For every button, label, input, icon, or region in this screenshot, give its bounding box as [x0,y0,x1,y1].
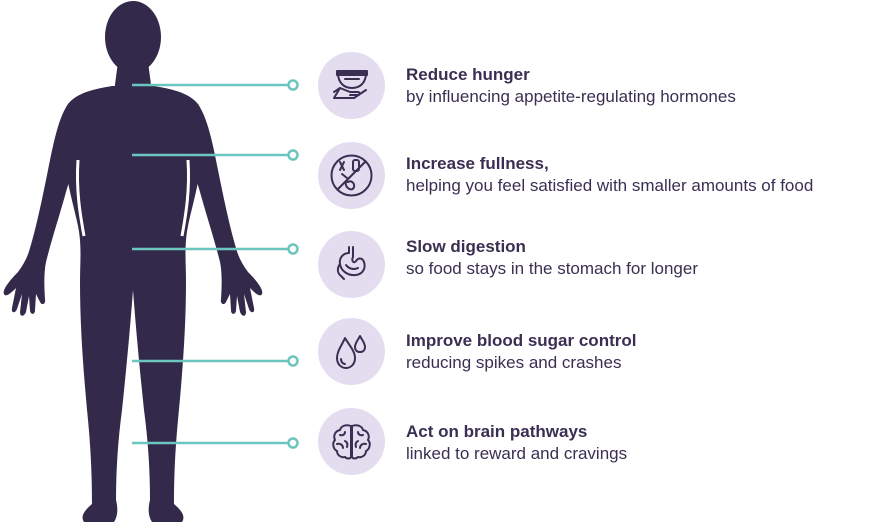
connector-dot-1 [287,79,299,91]
connector-dot-3 [287,243,299,255]
benefit-title: Improve blood sugar control [406,331,637,350]
benefit-1: Reduce hunger by influencing appetite-re… [406,64,886,108]
icon-circle-5 [318,408,385,475]
benefit-4: Improve blood sugar control reducing spi… [406,330,886,374]
benefit-description: by influencing appetite-regulating hormo… [406,87,736,106]
connector-dot-5 [287,437,299,449]
icon-circle-2 [318,142,385,209]
benefit-title: Increase fullness, [406,154,549,173]
benefit-description: reducing spikes and crashes [406,353,622,372]
icon-circle-1 [318,52,385,119]
benefit-title: Act on brain pathways [406,422,588,441]
no-food-icon [330,154,373,197]
icon-circle-4 [318,318,385,385]
benefit-3: Slow digestion so food stays in the stom… [406,236,886,280]
blood-drops-icon [336,335,366,369]
connector-lines [132,79,299,449]
brain-icon [332,424,371,460]
connector-dot-2 [287,149,299,161]
connector-dot-4 [287,355,299,367]
benefit-description: helping you feel satisfied with smaller … [406,176,814,195]
bowl-in-hand-icon [333,70,368,99]
benefit-description: linked to reward and cravings [406,444,628,463]
benefit-title: Slow digestion [406,237,526,256]
benefit-description: so food stays in the stomach for longer [406,259,698,278]
benefit-title: Reduce hunger [406,65,530,84]
benefit-2: Increase fullness, helping you feel sati… [406,153,886,197]
benefit-5: Act on brain pathways linked to reward a… [406,421,886,465]
icon-circle-3 [318,231,385,298]
stomach-icon [336,246,366,280]
